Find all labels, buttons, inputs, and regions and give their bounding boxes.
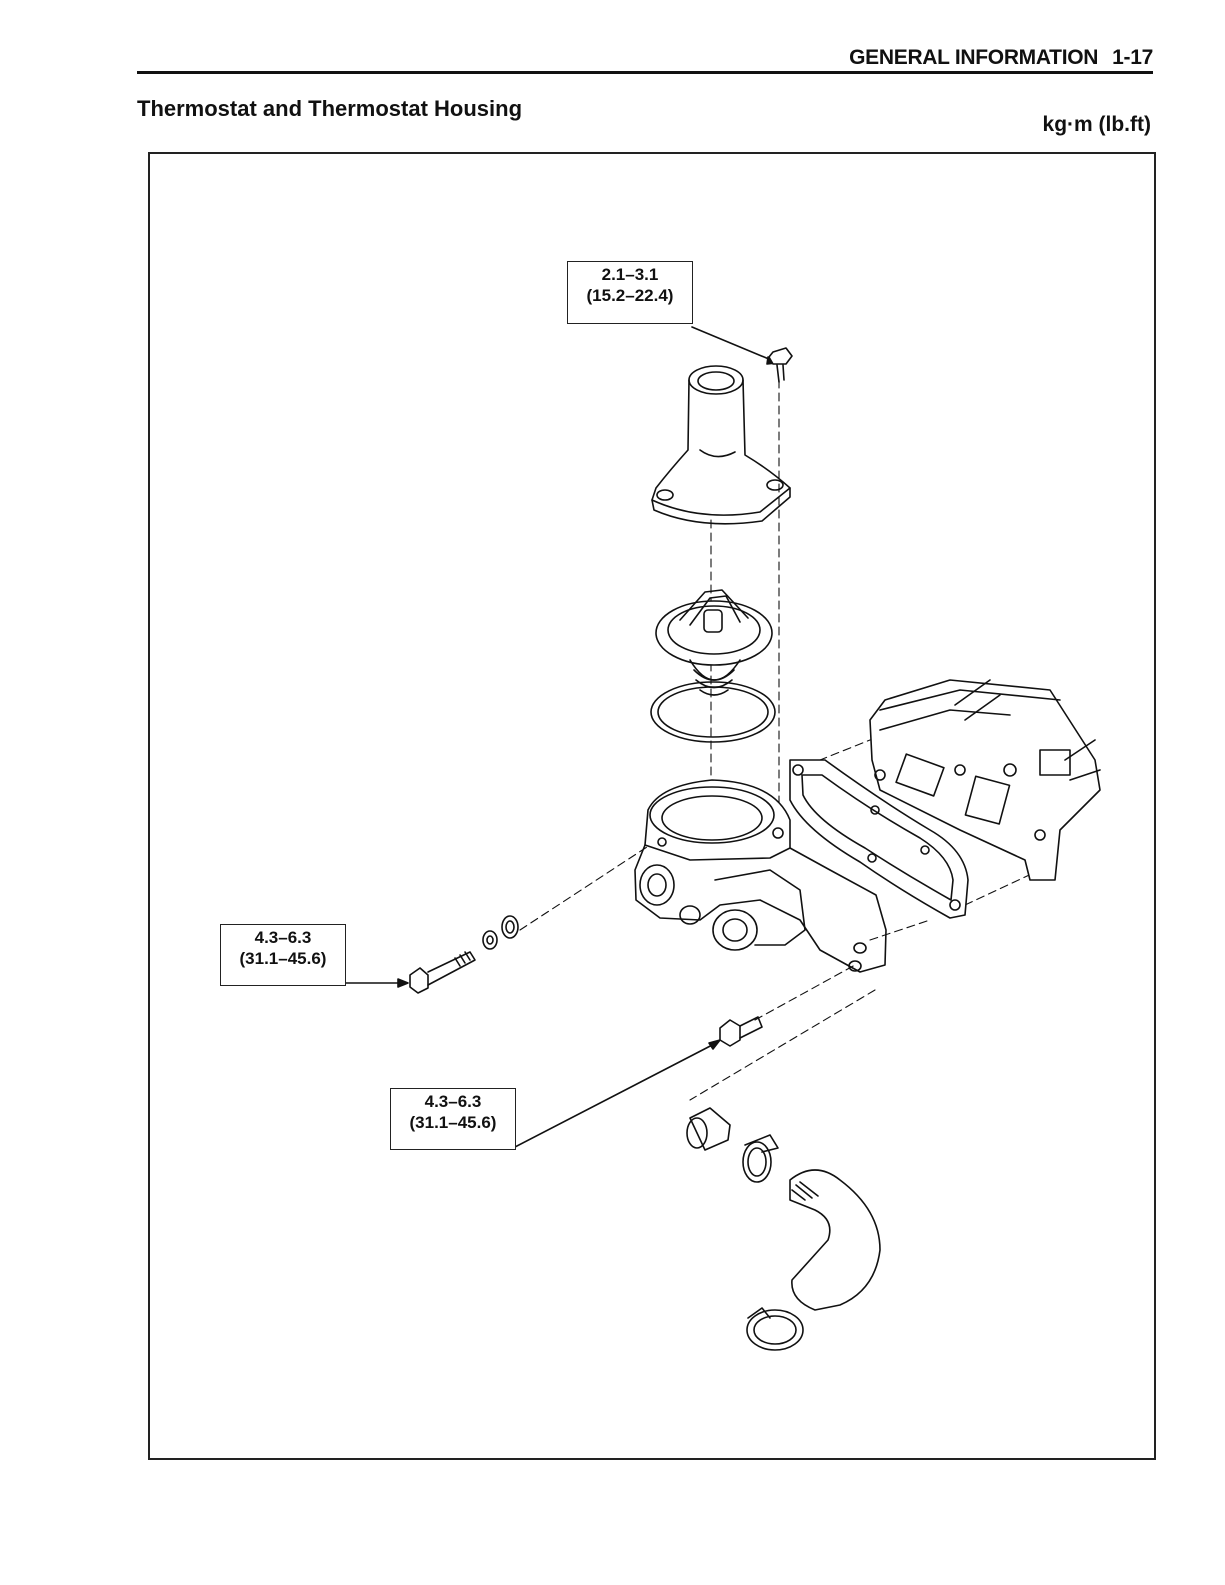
- thermostat-housing-cover: [652, 366, 790, 524]
- torque-metric: 2.1–3.1: [568, 264, 692, 285]
- torque-spec-housing-cover-bolt: 2.1–3.1 (15.2–22.4): [567, 261, 693, 324]
- torque-metric: 4.3–6.3: [221, 927, 345, 948]
- hose-fitting: [687, 1108, 730, 1150]
- lower-bolt: [720, 1017, 762, 1046]
- torque-imperial: (15.2–22.4): [568, 285, 692, 306]
- hose-clamp-upper: [743, 1135, 778, 1182]
- thermostat: [656, 590, 772, 695]
- thermostat-gasket: [651, 682, 775, 742]
- torque-spec-long-bolt: 4.3–6.3 (31.1–45.6): [220, 924, 346, 986]
- hose-clamp-lower: [747, 1308, 803, 1350]
- radiator-hose: [790, 1170, 880, 1310]
- long-bolt: [410, 916, 518, 993]
- torque-metric: 4.3–6.3: [391, 1091, 515, 1112]
- torque-spec-lower-bolt: 4.3–6.3 (31.1–45.6): [390, 1088, 516, 1150]
- housing-cover-bolt: [769, 348, 792, 382]
- torque-imperial: (31.1–45.6): [221, 948, 345, 969]
- torque-imperial: (31.1–45.6): [391, 1112, 515, 1133]
